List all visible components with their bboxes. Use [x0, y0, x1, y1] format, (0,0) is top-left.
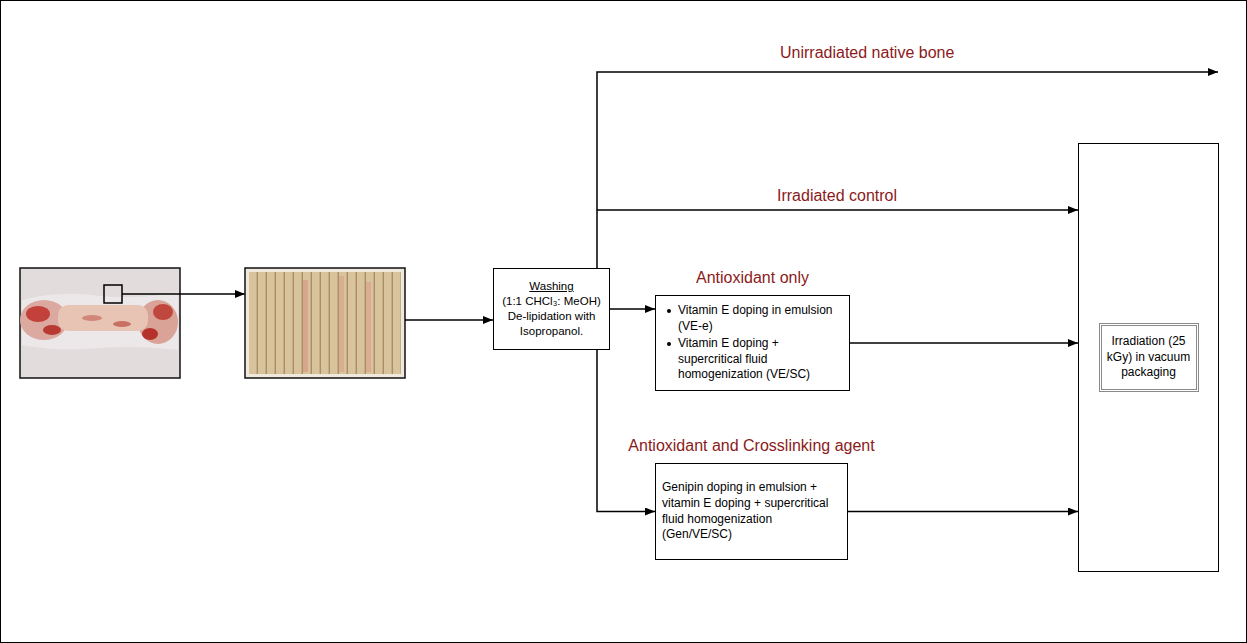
bullet-item: Vitamin E doping in emulsion (VE-e)	[662, 303, 843, 334]
bullet-text: Vitamin E doping in emulsion (VE-e)	[678, 303, 843, 334]
bullet-text: Vitamin E doping + supercritical fluid h…	[678, 336, 843, 383]
bullet-dot	[667, 309, 671, 313]
treatment-box: Antioxidant and Crosslinking agentGenipi…	[655, 463, 848, 560]
connector-arrow	[610, 308, 655, 310]
connector-arrow	[597, 350, 655, 512]
connector-label: Irradiated control	[775, 187, 899, 205]
strips-photo	[245, 268, 405, 378]
bullet-item: Vitamin E doping + supercritical fluid h…	[662, 336, 843, 383]
connector-arrow	[848, 511, 1078, 513]
process-arrow	[405, 319, 493, 321]
bullet-dot	[667, 342, 671, 346]
group-heading: Antioxidant only	[696, 269, 809, 287]
pointer-line	[122, 293, 245, 295]
irradiation-box: Irradiation (25 kGy) in vacuum packaging	[1078, 143, 1219, 572]
group-heading: Antioxidant and Crosslinking agent	[628, 437, 874, 455]
connector-arrow	[597, 210, 1078, 268]
process-box: Washing(1:1 CHCl₃: MeOH) De-lipidation w…	[493, 268, 610, 350]
branch-label: Unirradiated native bone	[778, 44, 956, 62]
box-text: Genipin doping in emulsion + vitamin E d…	[662, 480, 841, 542]
connector-arrow	[850, 342, 1078, 344]
bone-photo	[20, 268, 180, 378]
box-text: (1:1 CHCl₃: MeOH) De-lipidation with Iso…	[498, 294, 605, 339]
treatment-box: Antioxidant onlyVitamin E doping in emul…	[655, 295, 850, 391]
box-label: Irradiation (25 kGy) in vacuum packaging	[1099, 323, 1199, 392]
box-title: Washing	[498, 279, 605, 294]
